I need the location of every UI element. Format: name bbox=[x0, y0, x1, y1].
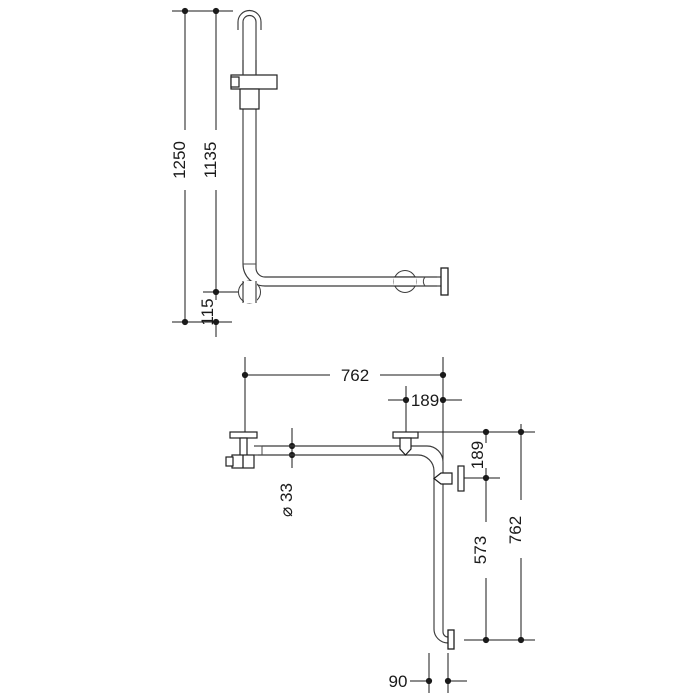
front-elevation-view: 1250 1135 115 bbox=[170, 7, 449, 337]
dim-189h-dot-left bbox=[402, 396, 410, 404]
wall-flange-right bbox=[440, 267, 449, 296]
plan-corner-inner bbox=[417, 454, 435, 629]
plan-dim-diameter-33: ⌀ 33 bbox=[277, 428, 296, 517]
plan-wall-bracket-horizontal bbox=[392, 431, 419, 456]
left-plate-top bbox=[229, 431, 258, 439]
dim-label-762-vertical: 762 bbox=[506, 516, 525, 544]
dim-115-dot-bottom bbox=[212, 318, 220, 326]
dim-label-573: 573 bbox=[471, 536, 490, 564]
bracket-h-plate bbox=[392, 431, 419, 439]
plan-corner-outer bbox=[426, 445, 444, 632]
plan-view: 762 189 ⌀ 33 189 bbox=[225, 357, 535, 693]
plan-dim-762-vertical: 762 bbox=[492, 424, 535, 644]
front-elevation-dimensions: 1250 1135 115 bbox=[170, 7, 238, 337]
dim-label-115: 115 bbox=[198, 298, 217, 325]
bracket-v-stem bbox=[433, 472, 453, 485]
plan-wall-bracket-vertical bbox=[433, 465, 465, 492]
arm-socket-arc bbox=[422, 276, 426, 287]
plan-bottom-flange bbox=[447, 629, 455, 650]
tube-top-inner-cap bbox=[242, 14, 257, 23]
plan-dim-90: 90 bbox=[389, 653, 467, 693]
bracket-v-plate bbox=[457, 465, 465, 492]
slider-bracket bbox=[230, 60, 278, 110]
dim-762v-dot-top bbox=[517, 428, 525, 436]
dim-label-1250: 1250 bbox=[170, 141, 189, 179]
elbow-inner-curve bbox=[255, 267, 437, 278]
dim-1135-dot-top bbox=[212, 7, 220, 15]
dim-90-dot-left bbox=[425, 677, 433, 685]
dim-label-diameter-33: ⌀ 33 bbox=[277, 483, 296, 517]
grab-bar-plan-geometry bbox=[225, 431, 465, 650]
dim-label-189-horizontal: 189 bbox=[411, 391, 439, 410]
dim-label-189-vertical: 189 bbox=[468, 441, 487, 469]
wall-mount-bracket-vertical bbox=[238, 280, 261, 304]
plan-dim-762-horizontal: 762 bbox=[241, 357, 447, 470]
dim-189h-dot-right bbox=[439, 396, 447, 404]
slider-collar bbox=[239, 88, 260, 110]
bracket-circle-mask bbox=[394, 277, 416, 286]
dim-762h-dot-left bbox=[241, 371, 249, 379]
dim-189v-dot-top bbox=[482, 428, 490, 436]
dim-90-dot-right bbox=[444, 677, 452, 685]
bracket-circle-vertical-mask bbox=[244, 281, 257, 303]
dim-label-762-horizontal: 762 bbox=[341, 366, 369, 385]
grab-bar-front-geometry bbox=[230, 10, 449, 304]
dim-762v-dot-bottom bbox=[517, 636, 525, 644]
dim-label-90: 90 bbox=[389, 672, 408, 691]
plan-dim-189-vertical: 189 bbox=[404, 428, 500, 482]
plan-bottom-bend-inner bbox=[433, 628, 449, 644]
plan-dim-573: 573 bbox=[464, 478, 500, 644]
plan-left-end-assembly bbox=[225, 431, 263, 469]
plan-dim-189-horizontal: 189 bbox=[388, 386, 462, 432]
wall-mount-bracket-horizontal bbox=[393, 270, 417, 293]
bracket-h-stem bbox=[399, 437, 412, 456]
dim-573-dot-bottom bbox=[482, 636, 490, 644]
dim-1250-dot-top bbox=[181, 7, 189, 15]
slider-left-tab bbox=[230, 76, 240, 88]
tube-top-outer-cap bbox=[237, 10, 262, 30]
left-body-nub bbox=[225, 456, 234, 467]
dim-label-1135: 1135 bbox=[201, 142, 220, 179]
dim-1250-dot-bottom bbox=[181, 318, 189, 326]
dim-762h-dot-right bbox=[439, 371, 447, 379]
flange-plate bbox=[440, 267, 449, 296]
